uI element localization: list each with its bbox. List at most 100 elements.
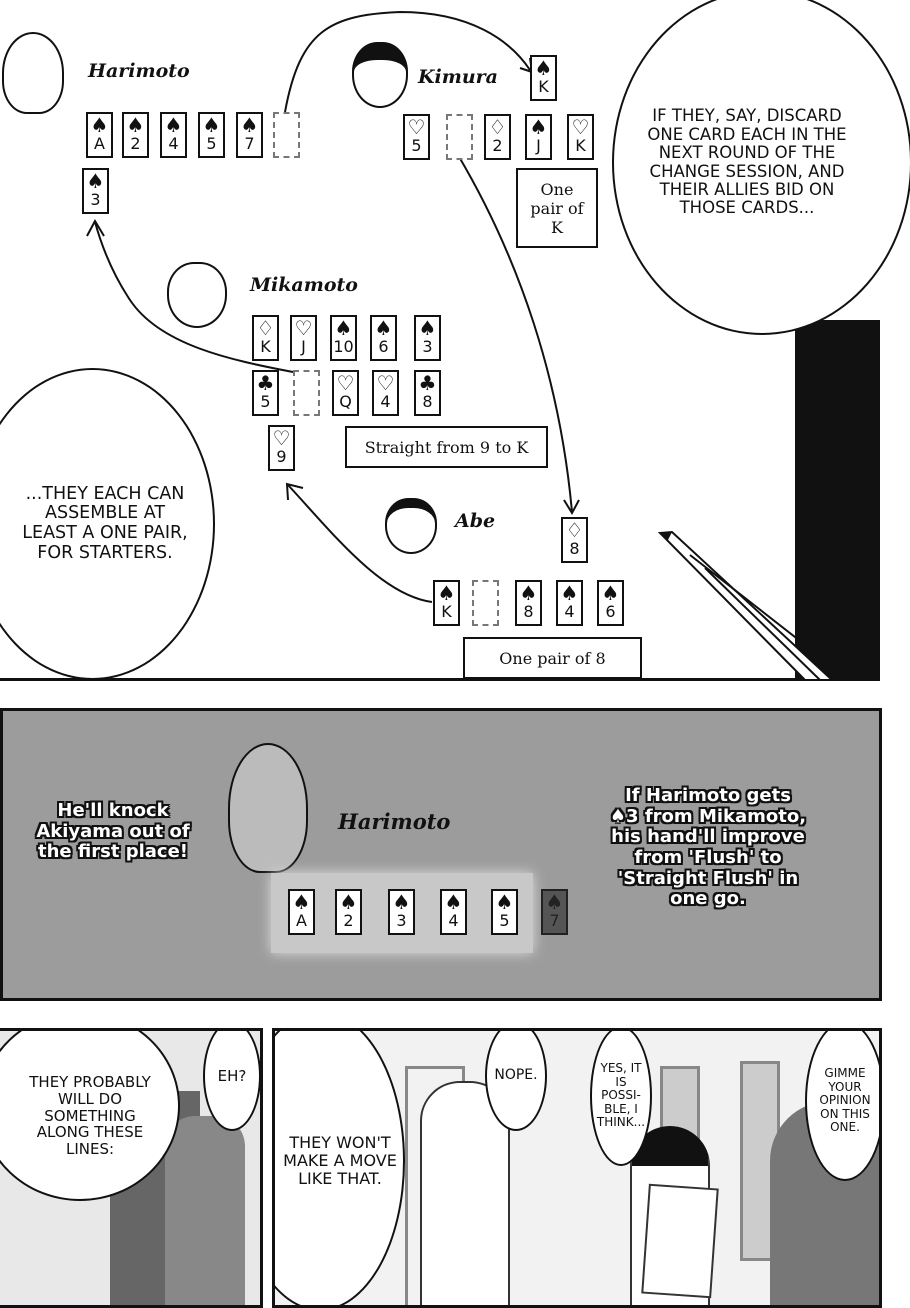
suit-icon: ♠ (292, 890, 311, 914)
suit-icon: ♠ (519, 581, 538, 605)
suit-icon: ♠ (418, 316, 437, 340)
speech-bubble-right: If they, say, discard one card each in t… (612, 0, 910, 335)
card-rank: 4 (168, 134, 179, 153)
playing-card: ♠K (530, 55, 557, 101)
dark-background (795, 320, 880, 680)
harimoto-panel: Harimoto ♠A♠2♠3♠4♠5♠7 He'll knock Akiyam… (0, 708, 882, 1001)
left-caption: He'll knock Akiyama out of the first pla… (36, 800, 190, 863)
card-rank: A (94, 134, 105, 153)
suit-icon: ♠ (374, 316, 393, 340)
suit-icon: ♠ (334, 316, 353, 340)
playing-card: ♠6 (597, 580, 624, 626)
suit-icon: ♠ (339, 890, 358, 914)
card-rank: 5 (411, 136, 422, 155)
playing-card: ♡9 (268, 425, 295, 471)
empty-card-slot (293, 370, 320, 416)
card-rank: J (536, 136, 541, 155)
card-rank: 3 (422, 337, 433, 356)
speech-bubble: Gimme your opinion on this one. (805, 1031, 879, 1181)
card-rank: 9 (276, 447, 287, 466)
card-rank: 3 (90, 190, 101, 209)
playing-card: ♠7 (541, 889, 568, 935)
mikamoto-result-box: Straight from 9 to K (345, 426, 548, 468)
arrows (86, 10, 851, 680)
playing-card: ♠5 (198, 112, 225, 158)
playing-card: ♢8 (561, 517, 588, 563)
playing-card: ♠2 (335, 889, 362, 935)
kimura-face-icon (352, 42, 408, 108)
suit-icon: ♢ (488, 115, 507, 139)
card-rank: 6 (605, 602, 616, 621)
suit-icon: ♠ (529, 115, 548, 139)
playing-card: ♡4 (372, 370, 399, 416)
playing-card: ♠4 (160, 112, 187, 158)
suit-icon: ♠ (202, 113, 221, 137)
mikamoto-face-icon (167, 262, 227, 328)
playing-card: ♡K (567, 114, 594, 160)
bubble-text: Eh? (217, 1066, 247, 1085)
suit-icon: ♠ (495, 890, 514, 914)
harimoto-name: Harimoto (88, 60, 190, 82)
suit-icon: ♢ (256, 316, 275, 340)
suit-icon: ♠ (437, 581, 456, 605)
card-rank: 8 (523, 602, 534, 621)
playing-card: ♠5 (491, 889, 518, 935)
playing-card: ♣5 (252, 370, 279, 416)
speech-bubble: Yes, it is possi- ble, I think... (590, 1031, 652, 1166)
playing-card: ♡5 (403, 114, 430, 160)
speech-bubble: They probably will do something along th… (0, 1031, 180, 1201)
suit-icon: ♠ (240, 113, 259, 137)
card-rank: 6 (378, 337, 389, 356)
akiyama-figure (420, 1081, 510, 1305)
playing-card: ♠A (288, 889, 315, 935)
card-rank: 4 (380, 392, 391, 411)
card-rank: 8 (569, 539, 580, 558)
paper (641, 1183, 719, 1299)
card-rank: 2 (130, 134, 141, 153)
bubble-text: Gimme your opinion on this one. (819, 1066, 871, 1135)
kimura-name: Kimura (418, 66, 498, 88)
suit-icon: ♠ (545, 890, 564, 914)
playing-card: ♠3 (82, 168, 109, 214)
playing-card: ♡Q (332, 370, 359, 416)
playing-card: ♠K (433, 580, 460, 626)
manga-panel-3: They probably will do something along th… (0, 1028, 263, 1308)
bubble-text: ...They each can assemble at least a one… (22, 483, 188, 563)
card-rank: K (260, 337, 271, 356)
card-rank: 4 (448, 911, 459, 930)
playing-card: ♠A (86, 112, 113, 158)
bubble-text: If they, say, discard one card each in t… (647, 106, 847, 218)
card-rank: 2 (343, 911, 354, 930)
card-rank: 4 (564, 602, 575, 621)
card-rank: 10 (333, 337, 354, 356)
playing-card: ♠4 (556, 580, 583, 626)
bubble-text: Yes, it is possi- ble, I think... (596, 1061, 646, 1130)
card-rank: 8 (422, 392, 433, 411)
diagram-panel: Harimoto Kimura One pair of K If they, s… (0, 0, 910, 681)
card-rank: 7 (549, 911, 560, 930)
playing-card: ♠8 (515, 580, 542, 626)
card-rank: K (538, 77, 549, 96)
arrow-kimura-to-abe (457, 154, 573, 513)
character-figure (165, 1116, 245, 1305)
abe-name: Abe (455, 510, 496, 532)
suit-icon: ♠ (601, 581, 620, 605)
card-rank: 7 (244, 134, 255, 153)
card-rank: 5 (499, 911, 510, 930)
suit-icon: ♢ (565, 518, 584, 542)
suit-icon: ♠ (86, 169, 105, 193)
speech-bubble: Nope. (485, 1031, 547, 1131)
suit-icon: ♡ (294, 316, 313, 340)
card-rank: A (296, 911, 307, 930)
card-rank: K (575, 136, 586, 155)
harimoto-face-icon (228, 743, 308, 873)
playing-card: ♠3 (388, 889, 415, 935)
kimura-result-box: One pair of K (516, 168, 598, 248)
suit-icon: ♡ (272, 426, 291, 450)
right-caption: If Harimoto gets ♠3 from Mikamoto, his h… (609, 785, 807, 910)
playing-card: ♡J (290, 315, 317, 361)
card-rank: K (441, 602, 452, 621)
suit-icon: ♠ (392, 890, 411, 914)
suit-icon: ♡ (407, 115, 426, 139)
suit-icon: ♠ (560, 581, 579, 605)
